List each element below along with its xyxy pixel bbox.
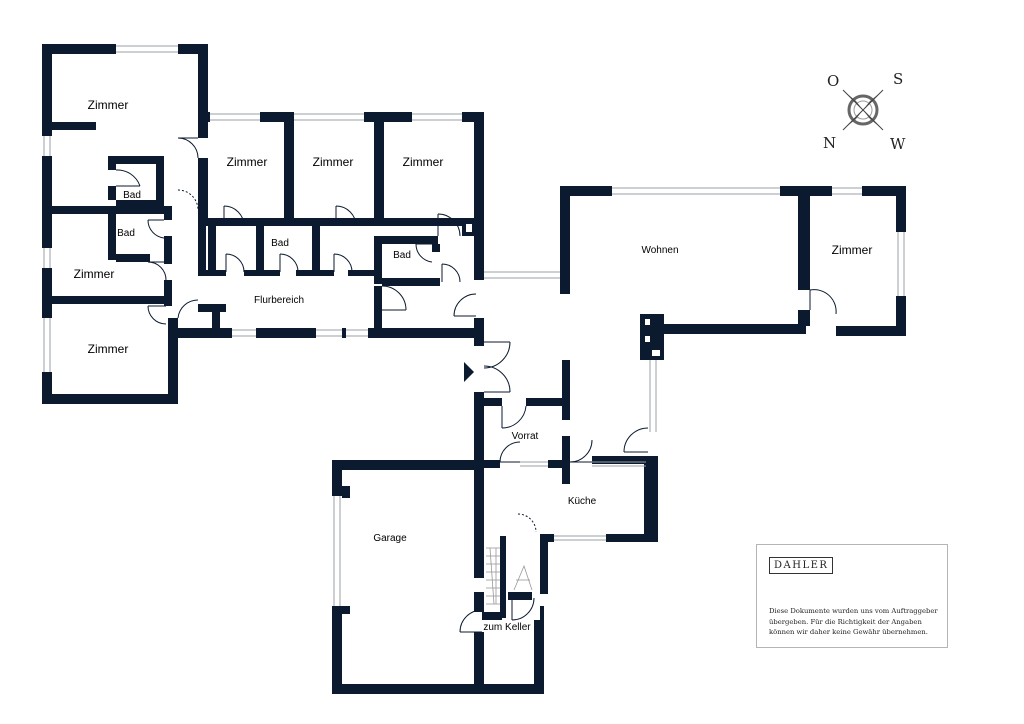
room-label-bad-3: Bad xyxy=(271,238,289,249)
room-labels: Zimmer Zimmer Zimmer Zimmer Zimmer Zimme… xyxy=(74,98,873,633)
room-label-garage: Garage xyxy=(373,533,407,544)
compass-rose-icon: O S N W xyxy=(823,70,906,153)
room-label-bad-2: Bad xyxy=(117,228,135,239)
room-label-zimmer-6: Zimmer xyxy=(88,342,129,356)
room-label-zum-keller: zum Keller xyxy=(483,622,531,633)
room-label-zimmer-2: Zimmer xyxy=(227,155,268,169)
room-label-bad-4: Bad xyxy=(393,250,411,261)
doors xyxy=(115,137,837,633)
room-label-zimmer-5: Zimmer xyxy=(74,267,115,281)
room-label-flurbereich: Flurbereich xyxy=(254,295,304,306)
room-label-zimmer-4: Zimmer xyxy=(403,155,444,169)
compass-east: O xyxy=(827,72,839,90)
wall-notches xyxy=(206,224,660,356)
walls xyxy=(42,44,906,694)
room-label-kueche: Küche xyxy=(568,496,597,507)
info-box: DAHLER Diese Dokumente wurden uns vom Au… xyxy=(756,544,948,648)
room-label-wohnen: Wohnen xyxy=(641,245,678,256)
room-label-zimmer-3: Zimmer xyxy=(313,155,354,169)
room-label-bad-1: Bad xyxy=(123,190,141,201)
disclaimer-text: Diese Dokumente wurden uns vom Auftragge… xyxy=(769,607,938,636)
room-label-zimmer-7: Zimmer xyxy=(832,243,873,257)
room-label-zimmer-1: Zimmer xyxy=(88,98,129,112)
compass-north: N xyxy=(823,134,836,152)
entrance-arrow-icon xyxy=(464,362,474,382)
compass-west: W xyxy=(890,135,906,153)
staircase xyxy=(486,547,533,605)
compass-south: S xyxy=(893,70,903,88)
brand-logo: DAHLER xyxy=(769,557,834,574)
room-label-vorrat: Vorrat xyxy=(512,431,539,442)
windows xyxy=(43,45,905,606)
